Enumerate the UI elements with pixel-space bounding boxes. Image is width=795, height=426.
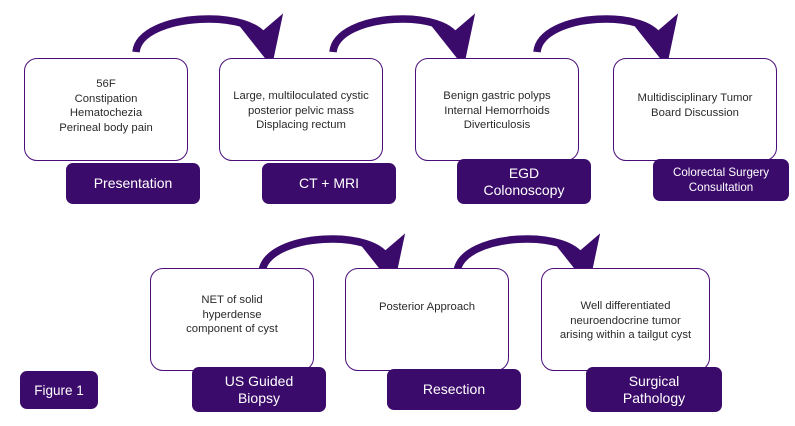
node-surgical-pathology[interactable]: Well differentiated neuroendocrine tumor… — [541, 268, 710, 371]
node-resection[interactable]: Posterior Approach — [345, 268, 509, 371]
node-egd-colonoscopy[interactable]: Benign gastric polyps Internal Hemorrhoi… — [415, 58, 579, 161]
badge-presentation[interactable]: Presentation — [66, 163, 200, 204]
arrow-presentation-to-ct — [132, 13, 284, 67]
node-surgical-pathology-body: Well differentiated neuroendocrine tumor… — [559, 300, 692, 342]
node-us-guided-biopsy[interactable]: NET of solid hyperdense component of cys… — [150, 268, 314, 371]
node-tumor-board-body: Multidisciplinary Tumor Board Discussion — [637, 92, 753, 119]
badge-colorectal-surgery-consultation[interactable]: Colorectal Surgery Consultation — [653, 159, 789, 201]
node-presentation[interactable]: 56F Constipation Hematochezia Perineal b… — [24, 58, 188, 161]
node-presentation-body: 56F Constipation Hematochezia Perineal b… — [59, 78, 153, 134]
node-ct-mri-body: Large, multiloculated cystic posterior p… — [233, 90, 369, 132]
badge-us-guided-biopsy[interactable]: US Guided Biopsy — [192, 367, 326, 412]
figure-label: Figure 1 — [20, 371, 98, 409]
node-ct-mri[interactable]: Large, multiloculated cystic posterior p… — [219, 58, 383, 161]
node-us-guided-biopsy-body: NET of solid hyperdense component of cys… — [186, 294, 278, 336]
badge-egd-colonoscopy[interactable]: EGD Colonoscopy — [457, 159, 591, 204]
badge-ct-mri[interactable]: CT + MRI — [262, 163, 396, 204]
arrow-egd-to-tumorboard — [533, 13, 679, 67]
arrow-ct-to-egd — [329, 13, 476, 67]
badge-resection[interactable]: Resection — [387, 369, 521, 410]
badge-surgical-pathology[interactable]: Surgical Pathology — [586, 367, 722, 412]
node-tumor-board[interactable]: Multidisciplinary Tumor Board Discussion — [613, 58, 777, 161]
node-egd-colonoscopy-body: Benign gastric polyps Internal Hemorrhoi… — [443, 90, 551, 132]
node-resection-body: Posterior Approach — [378, 301, 476, 313]
